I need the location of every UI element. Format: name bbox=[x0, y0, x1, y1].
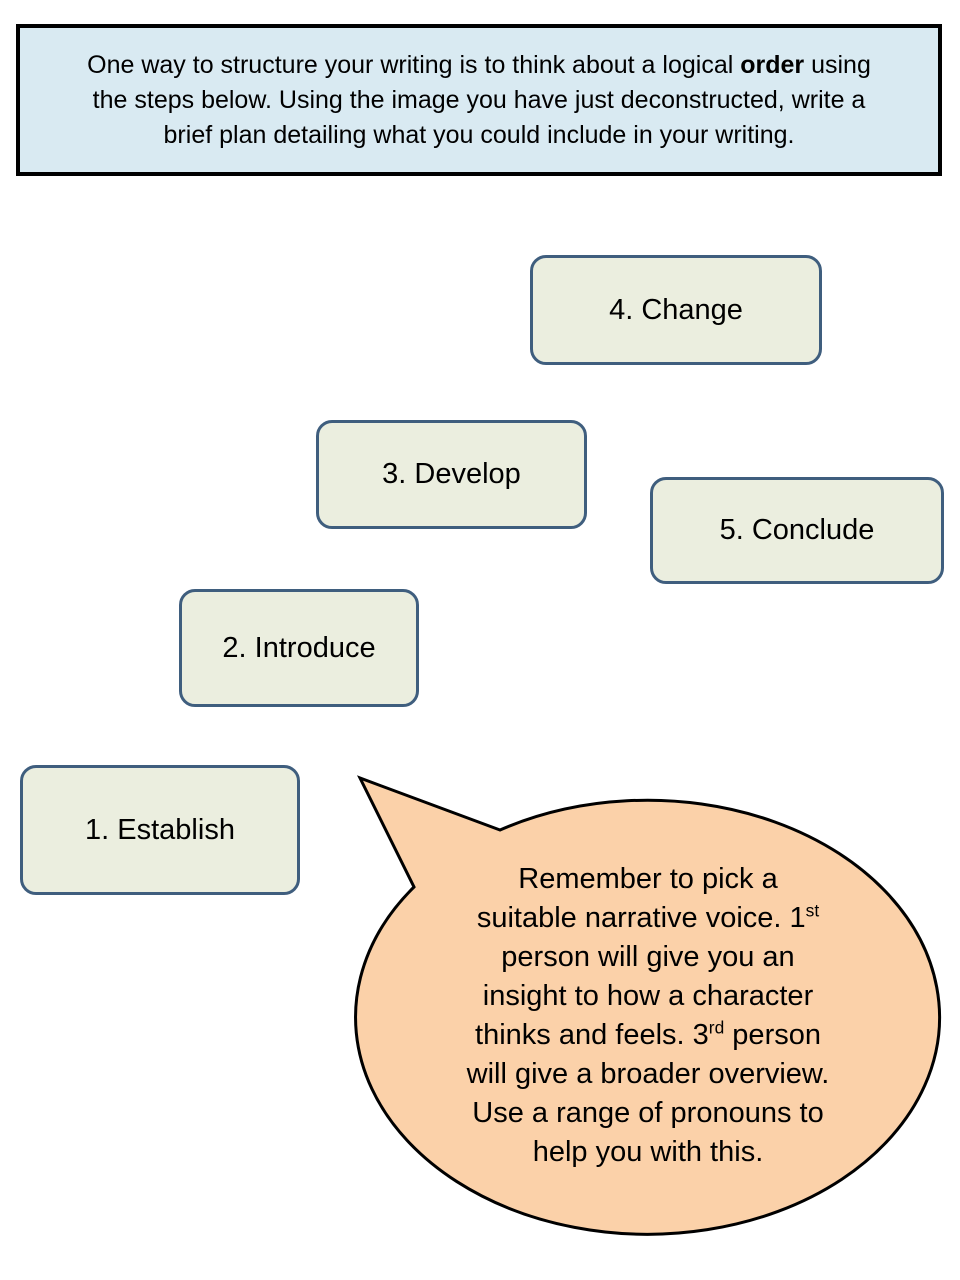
step-box-change: 4. Change bbox=[530, 255, 822, 365]
instruction-text: One way to structure your writing is to … bbox=[87, 50, 871, 149]
speech-bubble-shape bbox=[354, 775, 942, 1236]
step-box-conclude: 5. Conclude bbox=[650, 477, 944, 584]
step-box-introduce: 2. Introduce bbox=[179, 589, 419, 707]
step-label-establish: 1. Establish bbox=[85, 813, 235, 846]
step-label-introduce: 2. Introduce bbox=[222, 631, 376, 664]
step-box-establish: 1. Establish bbox=[20, 765, 300, 895]
step-label-conclude: 5. Conclude bbox=[719, 514, 875, 546]
step-box-develop: 3. Develop bbox=[316, 420, 587, 529]
step-label-develop: 3. Develop bbox=[382, 458, 521, 490]
step-label-change: 4. Change bbox=[609, 293, 743, 326]
instruction-banner: One way to structure your writing is to … bbox=[16, 24, 942, 176]
